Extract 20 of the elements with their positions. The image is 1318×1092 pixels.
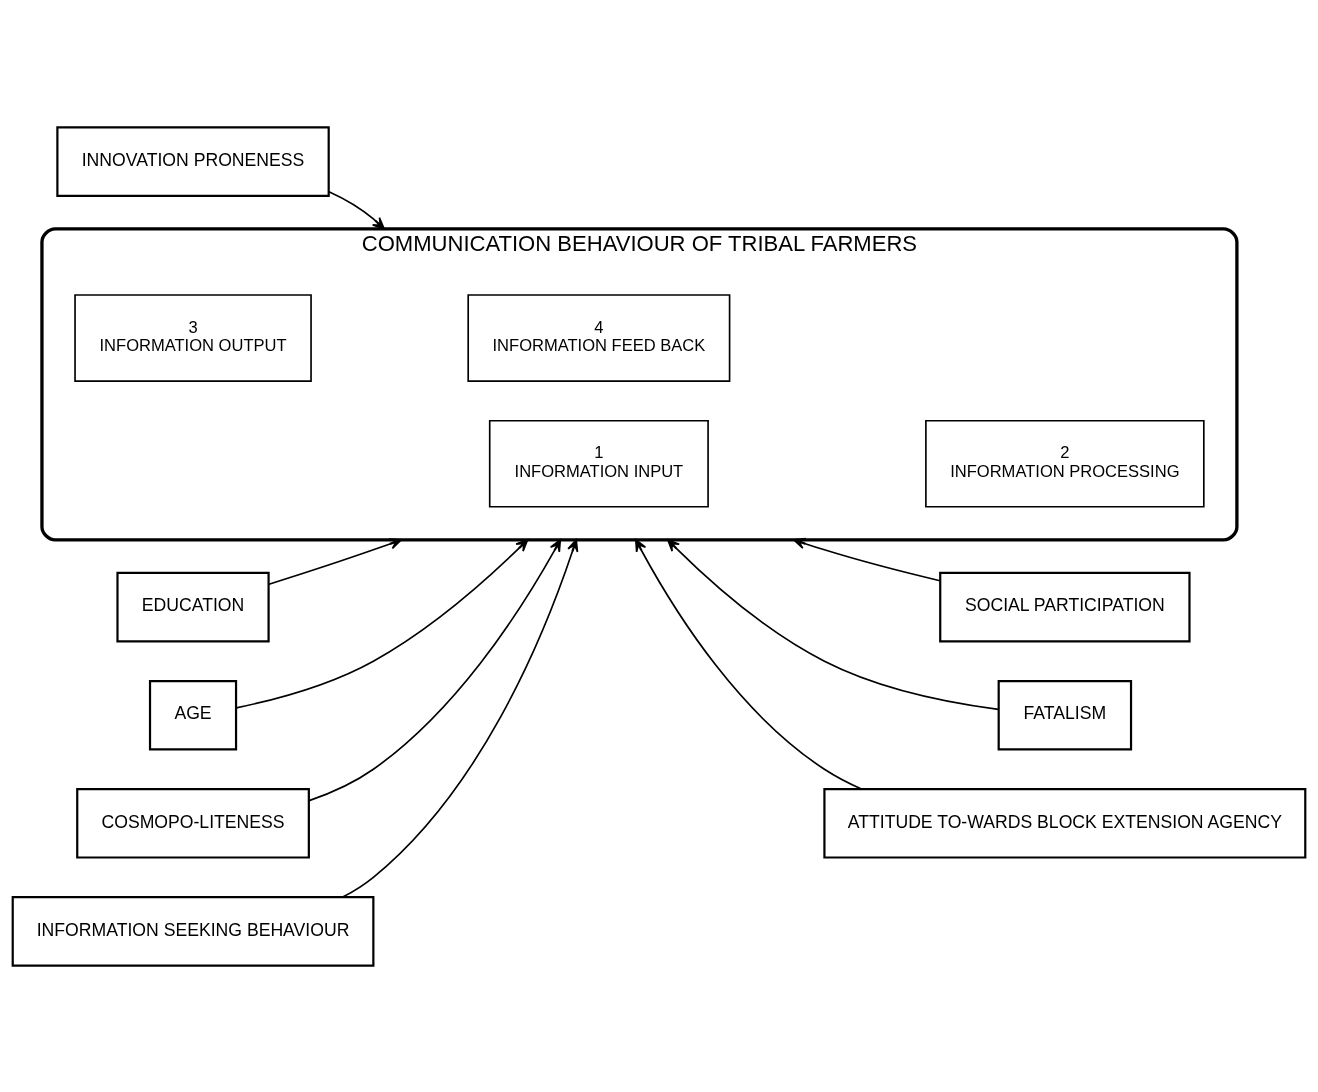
- node-box: SOCIAL PARTICIPATION: [939, 571, 1191, 642]
- arrow: [328, 190, 385, 230]
- node-box: INNOVATION PRONENESS: [56, 125, 330, 197]
- node-box: FATALISM: [997, 679, 1133, 751]
- node-box: INFORMATION SEEKING BEHAVIOUR: [11, 895, 375, 967]
- arrow: [793, 537, 941, 582]
- arrow: [667, 538, 1000, 710]
- node-box: 3 INFORMATION OUTPUT: [74, 293, 312, 382]
- arrow: [635, 538, 863, 790]
- arrow: [268, 537, 402, 585]
- arrow: [341, 538, 579, 898]
- node-box: ATTITUDE TO-WARDS BLOCK EXTENSION AGENCY: [823, 787, 1307, 859]
- arrow: [308, 538, 562, 801]
- arrow: [235, 538, 529, 709]
- node-box: EDUCATION: [116, 571, 270, 642]
- node-box: AGE: [148, 679, 238, 751]
- node-box: COSMOPO-LITENESS: [76, 787, 310, 859]
- node-box: 2 INFORMATION PROCESSING: [925, 419, 1205, 508]
- node-box: 1 INFORMATION INPUT: [488, 419, 709, 508]
- node-box: 4 INFORMATION FEED BACK: [467, 293, 731, 382]
